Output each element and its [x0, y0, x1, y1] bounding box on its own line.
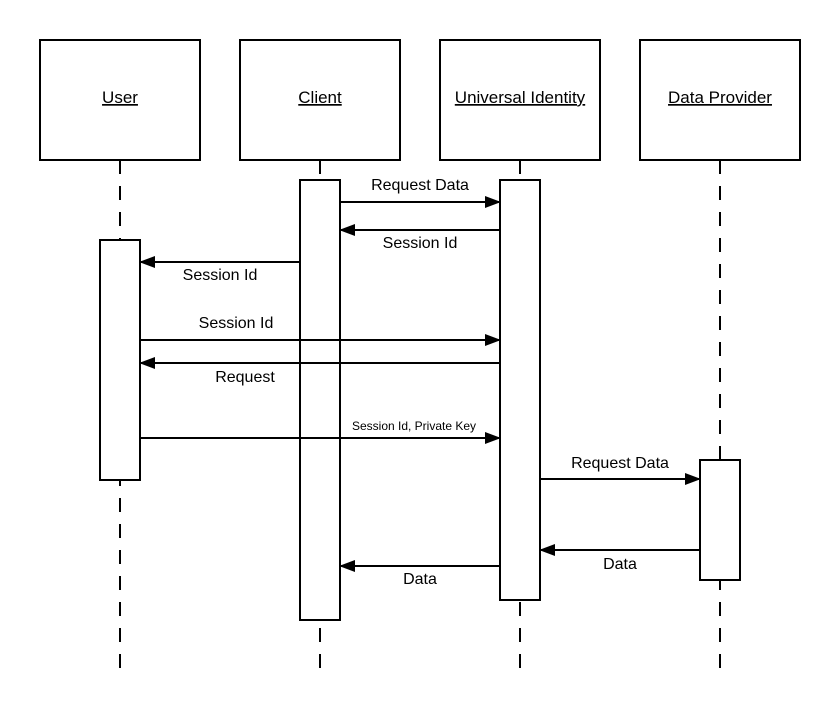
message-6: Session Id, Private Key: [140, 419, 501, 444]
message-1: Request Data: [340, 177, 501, 208]
actor-data-provider-label: Data Provider: [668, 88, 772, 107]
activation-client: [299, 179, 341, 621]
message-label: Session Id: [199, 315, 274, 332]
actor-data-provider: Data Provider: [639, 39, 801, 161]
message-label: Data: [403, 571, 437, 588]
message-label: Session Id, Private Key: [352, 419, 476, 433]
message-label: Request Data: [571, 455, 669, 472]
actor-client: Client: [239, 39, 401, 161]
message-5: Request: [139, 357, 500, 386]
message-3: Session Id: [139, 256, 300, 284]
actor-user: User: [39, 39, 201, 161]
actor-universal-identity-label: Universal Identity: [455, 88, 586, 107]
activation-user: [99, 239, 141, 481]
message-label: Session Id: [383, 235, 458, 252]
message-9: Data: [339, 560, 500, 588]
activation-data-provider: [699, 459, 741, 581]
actor-client-label: Client: [298, 88, 342, 107]
message-2: Session Id: [339, 224, 500, 252]
actor-user-label: User: [102, 88, 138, 107]
activation-universal-identity: [499, 179, 541, 601]
message-8: Data: [539, 544, 700, 573]
message-label: Request Data: [371, 177, 469, 194]
message-4: Session Id: [140, 315, 501, 346]
message-label: Request: [215, 369, 275, 386]
actor-universal-identity: Universal Identity: [439, 39, 601, 161]
message-label: Data: [603, 556, 637, 573]
message-label: Session Id: [183, 267, 258, 284]
message-7: Request Data: [540, 455, 701, 485]
